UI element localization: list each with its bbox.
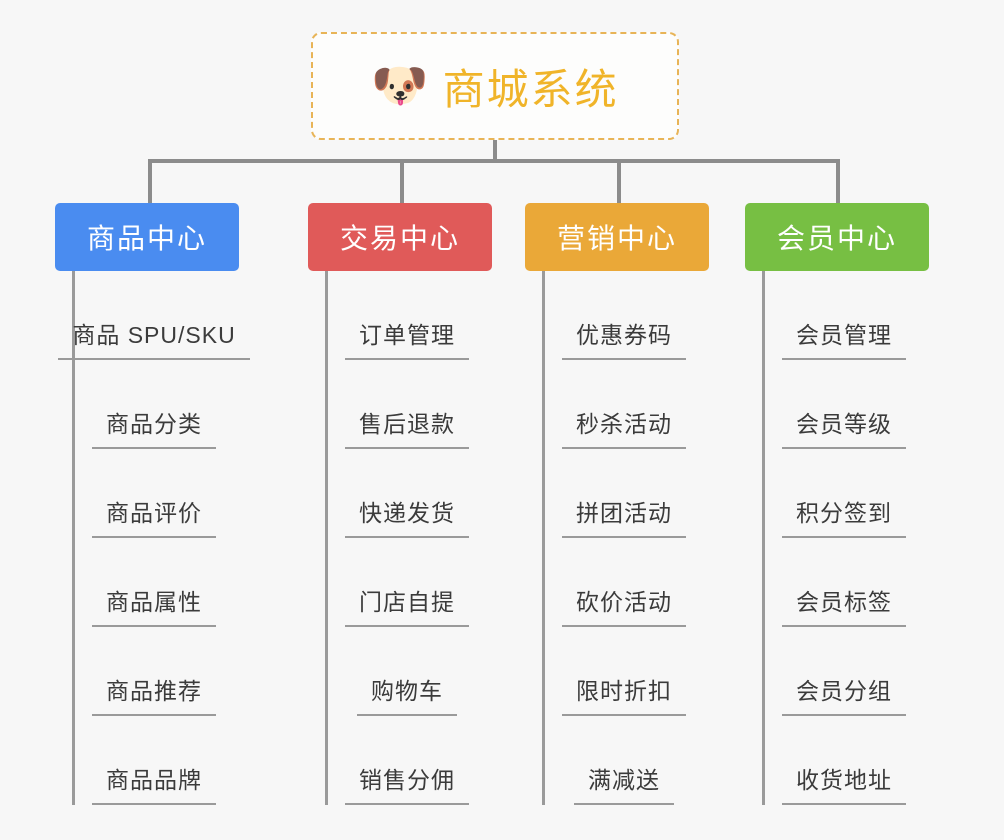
list-item-label: 订单管理 — [345, 316, 469, 360]
list-item-label: 收货地址 — [782, 761, 906, 805]
list-item-label: 会员管理 — [782, 316, 906, 360]
list-item[interactable]: 商品属性 — [75, 538, 239, 627]
list-item[interactable]: 门店自提 — [328, 538, 492, 627]
list-item-label: 商品评价 — [92, 494, 216, 538]
root-title: 商城系统 — [442, 65, 619, 113]
list-item-label: 秒杀活动 — [562, 405, 686, 449]
list-item-label: 商品属性 — [92, 583, 216, 627]
connector-branch-3 — [836, 159, 840, 203]
branch-item-list-1: 订单管理 售后退款 快递发货 门店自提 购物车 销售分佣 — [325, 271, 492, 805]
connector-root-stem — [493, 140, 497, 162]
list-item-label: 快递发货 — [345, 494, 469, 538]
list-item-label: 销售分佣 — [345, 761, 469, 805]
list-item-label: 商品推荐 — [92, 672, 216, 716]
root-node[interactable]: 🐶 商城系统 — [311, 32, 679, 140]
list-item[interactable]: 收货地址 — [765, 716, 929, 805]
connector-branch-1 — [400, 159, 404, 203]
list-item[interactable]: 商品推荐 — [75, 627, 239, 716]
branch-column-营销中心: 营销中心 优惠券码 秒杀活动 拼团活动 砍价活动 限时折扣 满减送 — [525, 203, 709, 805]
list-item-label: 优惠券码 — [562, 316, 686, 360]
list-item-label: 商品品牌 — [92, 761, 216, 805]
list-item[interactable]: 会员管理 — [765, 271, 929, 360]
list-item-label: 商品 SPU/SKU — [58, 316, 250, 360]
list-item-label: 会员分组 — [782, 672, 906, 716]
list-item[interactable]: 商品分类 — [75, 360, 239, 449]
dog-face-icon: 🐶 — [371, 59, 429, 111]
list-item[interactable]: 会员分组 — [765, 627, 929, 716]
list-item-label: 门店自提 — [345, 583, 469, 627]
branch-column-交易中心: 交易中心 订单管理 售后退款 快递发货 门店自提 购物车 销售分佣 — [308, 203, 492, 805]
list-item[interactable]: 砍价活动 — [545, 538, 709, 627]
branch-column-会员中心: 会员中心 会员管理 会员等级 积分签到 会员标签 会员分组 收货地址 — [745, 203, 929, 805]
connector-horizontal-bus — [150, 159, 838, 163]
list-item[interactable]: 会员等级 — [765, 360, 929, 449]
list-item[interactable]: 满减送 — [545, 716, 709, 805]
list-item[interactable]: 秒杀活动 — [545, 360, 709, 449]
list-item[interactable]: 销售分佣 — [328, 716, 492, 805]
connector-branch-0 — [148, 159, 152, 203]
list-item[interactable]: 商品品牌 — [75, 716, 239, 805]
list-item-label: 砍价活动 — [562, 583, 686, 627]
branch-item-list-3: 会员管理 会员等级 积分签到 会员标签 会员分组 收货地址 — [762, 271, 929, 805]
list-item[interactable]: 快递发货 — [328, 449, 492, 538]
list-item-label: 会员等级 — [782, 405, 906, 449]
list-item-label: 会员标签 — [782, 583, 906, 627]
branch-header-1[interactable]: 交易中心 — [308, 203, 492, 271]
list-item[interactable]: 优惠券码 — [545, 271, 709, 360]
branch-item-list-0: 商品 SPU/SKU 商品分类 商品评价 商品属性 商品推荐 商品品牌 — [58, 271, 250, 805]
list-item[interactable]: 拼团活动 — [545, 449, 709, 538]
list-item[interactable]: 售后退款 — [328, 360, 492, 449]
list-item-label: 拼团活动 — [562, 494, 686, 538]
list-item-label: 限时折扣 — [562, 672, 686, 716]
list-item-label: 购物车 — [357, 672, 457, 716]
list-item-label: 积分签到 — [782, 494, 906, 538]
list-item-label: 售后退款 — [345, 405, 469, 449]
branch-header-0[interactable]: 商品中心 — [55, 203, 239, 271]
list-item[interactable]: 会员标签 — [765, 538, 929, 627]
branch-column-商品中心: 商品中心 商品 SPU/SKU 商品分类 商品评价 商品属性 商品推荐 商品品牌 — [55, 203, 250, 805]
list-item[interactable]: 限时折扣 — [545, 627, 709, 716]
branch-item-list-2: 优惠券码 秒杀活动 拼团活动 砍价活动 限时折扣 满减送 — [542, 271, 709, 805]
connector-branch-2 — [617, 159, 621, 203]
branch-header-2[interactable]: 营销中心 — [525, 203, 709, 271]
list-item[interactable]: 积分签到 — [765, 449, 929, 538]
list-item[interactable]: 商品评价 — [75, 449, 239, 538]
list-item[interactable]: 商品 SPU/SKU — [58, 271, 250, 360]
list-item-label: 商品分类 — [92, 405, 216, 449]
list-item-label: 满减送 — [574, 761, 674, 805]
branch-header-3[interactable]: 会员中心 — [745, 203, 929, 271]
list-item[interactable]: 订单管理 — [328, 271, 492, 360]
list-item[interactable]: 购物车 — [328, 627, 492, 716]
